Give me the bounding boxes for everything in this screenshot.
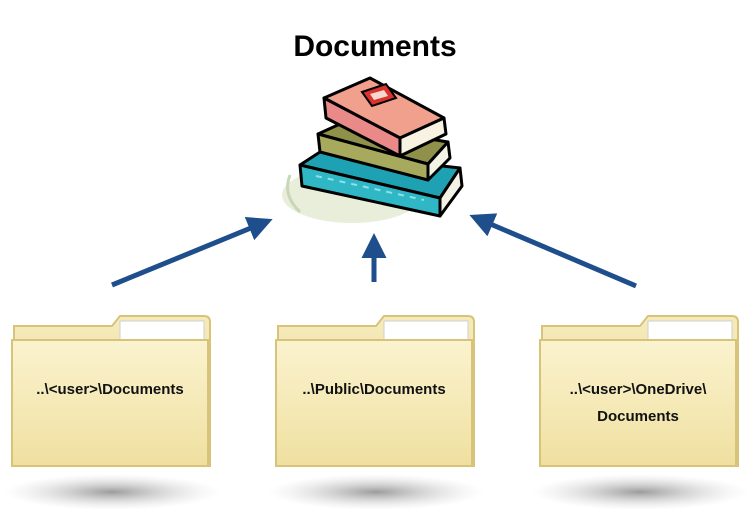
folder-label-line: ..\<user>\OneDrive\ (569, 381, 707, 398)
folder-label-public-documents: ..\Public\Documents (276, 376, 472, 403)
arrow-right (469, 213, 637, 289)
folder-label-onedrive-documents: ..\<user>\OneDrive\ Documents (540, 376, 736, 430)
book-stack-icon (282, 76, 464, 223)
diagram-title: Documents (293, 30, 457, 63)
folder-label-line: ..\<user>\Documents (36, 381, 184, 398)
folder-label-line: ..\Public\Documents (302, 381, 446, 398)
folder-label-line: Documents (597, 408, 679, 425)
folder-icon (4, 315, 220, 510)
arrow-left (111, 217, 273, 288)
folder-icon (268, 315, 484, 510)
folder-icon (532, 315, 748, 510)
folder-label-user-documents: ..\<user>\Documents (12, 376, 208, 403)
